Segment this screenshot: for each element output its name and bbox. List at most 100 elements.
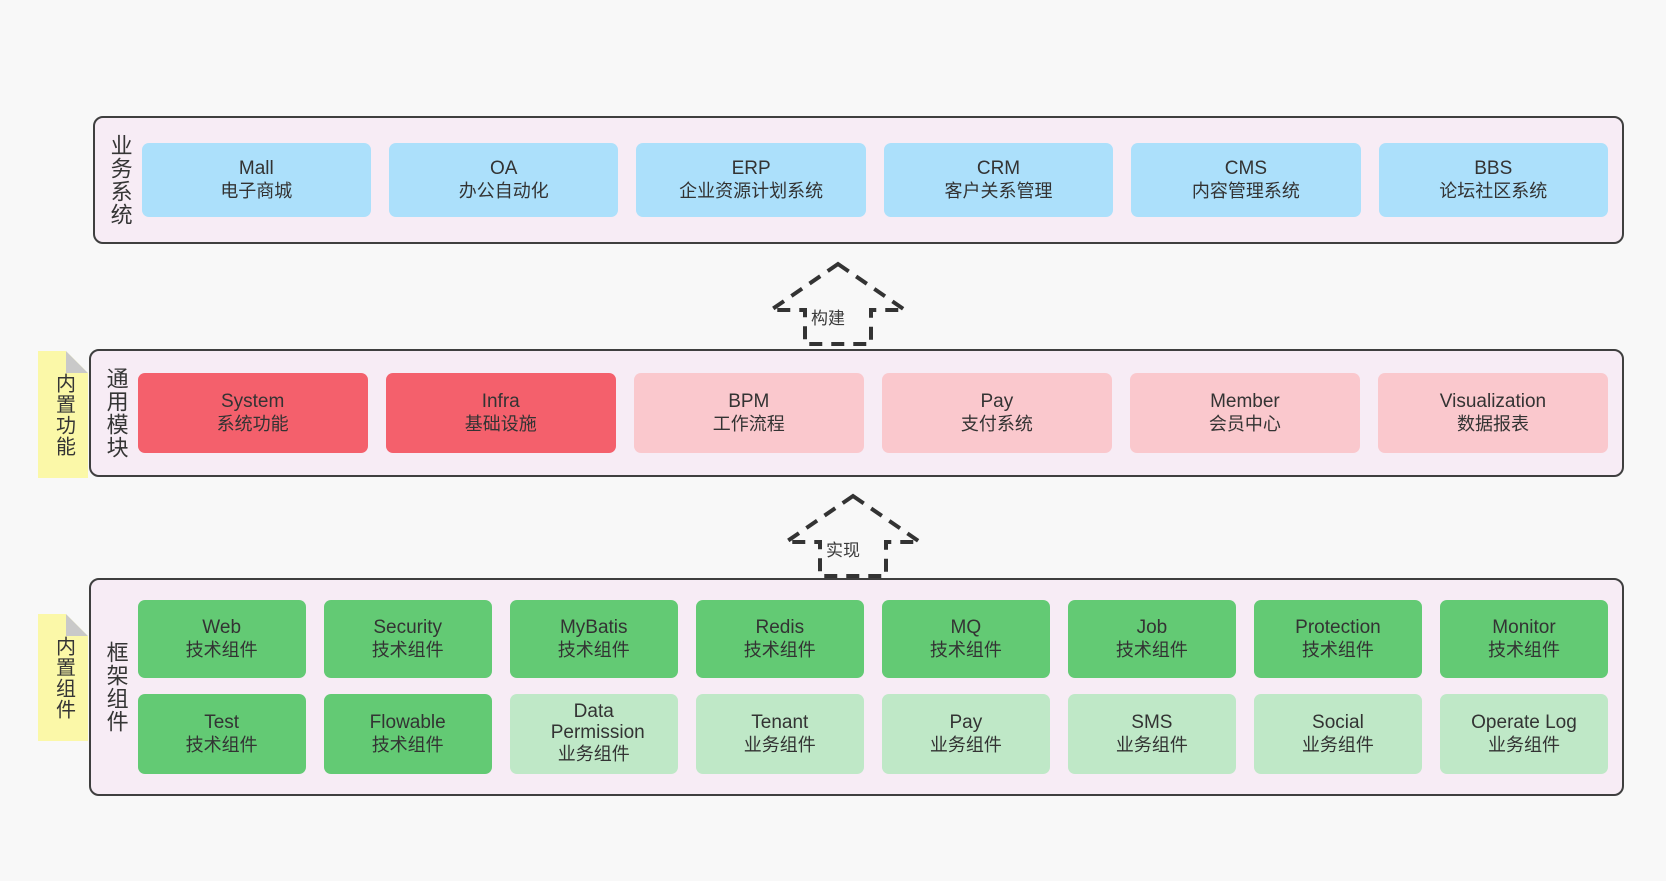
card-pay-module[interactable]: Pay 支付系统 — [881, 373, 1112, 453]
note-builtin-features: 内置功能 — [38, 351, 88, 478]
card-subtitle: 技术组件 — [557, 639, 630, 660]
card-operate-log[interactable]: Operate Log 业务组件 — [1439, 694, 1608, 774]
card-title: Monitor — [1492, 617, 1556, 639]
card-subtitle: 业务组件 — [1115, 734, 1188, 755]
card-title: CMS — [1224, 158, 1267, 180]
card-monitor[interactable]: Monitor 技术组件 — [1439, 600, 1608, 678]
card-infra[interactable]: Infra 基础设施 — [385, 373, 616, 453]
card-subtitle: 会员中心 — [1208, 413, 1281, 434]
card-sms[interactable]: SMS 业务组件 — [1067, 694, 1236, 774]
card-data-permission[interactable]: Data Permission 业务组件 — [509, 694, 678, 774]
card-title: CRM — [976, 158, 1021, 180]
note-fold-corner — [66, 614, 88, 636]
connector-build-label: 构建 — [811, 309, 845, 328]
card-title: Visualization — [1439, 391, 1547, 413]
card-mall[interactable]: Mall 电子商城 — [141, 143, 372, 217]
connector-implement: 实现 — [770, 490, 930, 582]
card-title: Job — [1136, 617, 1168, 639]
connector-implement-shape — [779, 493, 927, 578]
layer-title-business-systems: 业务系统 — [107, 134, 133, 226]
card-title: Operate Log — [1471, 712, 1577, 734]
card-title: OA — [489, 158, 518, 180]
layer-framework-components: 框架组件 Web 技术组件 Security 技术组件 MyBatis 技术组件… — [89, 578, 1624, 796]
card-mybatis[interactable]: MyBatis 技术组件 — [509, 600, 678, 678]
card-row: System 系统功能 Infra 基础设施 BPM 工作流程 Pay 支付系统… — [137, 373, 1608, 453]
card-title: Social — [1312, 712, 1364, 734]
note-label: 内置功能 — [52, 372, 75, 457]
note-builtin-components: 内置组件 — [38, 614, 88, 741]
card-title: Mall — [238, 158, 274, 180]
card-subtitle: 支付系统 — [960, 413, 1033, 434]
card-title: Infra — [481, 391, 520, 413]
connector-implement-label: 实现 — [826, 541, 860, 560]
card-subtitle: 电子商城 — [220, 180, 293, 201]
card-flowable[interactable]: Flowable 技术组件 — [323, 694, 492, 774]
card-title: MQ — [950, 617, 982, 639]
layer-body-framework-components: Web 技术组件 Security 技术组件 MyBatis 技术组件 Redi… — [134, 580, 1622, 794]
card-row: Mall 电子商城 OA 办公自动化 ERP 企业资源计划系统 CRM 客户关系… — [141, 143, 1608, 217]
card-test[interactable]: Test 技术组件 — [137, 694, 306, 774]
card-mq[interactable]: MQ 技术组件 — [881, 600, 1050, 678]
card-subtitle: 系统功能 — [216, 413, 289, 434]
card-subtitle: 工作流程 — [712, 413, 785, 434]
card-tenant[interactable]: Tenant 业务组件 — [695, 694, 864, 774]
card-subtitle: 业务组件 — [557, 743, 630, 764]
card-web[interactable]: Web 技术组件 — [137, 600, 306, 678]
card-subtitle: 技术组件 — [371, 639, 444, 660]
card-subtitle: 技术组件 — [1487, 639, 1560, 660]
card-erp[interactable]: ERP 企业资源计划系统 — [636, 143, 866, 217]
layer-title-common-modules: 通用模块 — [103, 367, 129, 459]
card-title: Test — [204, 712, 240, 734]
card-redis[interactable]: Redis 技术组件 — [695, 600, 864, 678]
card-member[interactable]: Member 会员中心 — [1129, 373, 1360, 453]
card-protection[interactable]: Protection 技术组件 — [1253, 600, 1422, 678]
card-title: Flowable — [369, 712, 446, 734]
card-title: Protection — [1295, 617, 1381, 639]
card-bpm[interactable]: BPM 工作流程 — [633, 373, 864, 453]
card-subtitle: 业务组件 — [929, 734, 1002, 755]
layer-common-modules: 通用模块 System 系统功能 Infra 基础设施 BPM 工作流程 Pay — [89, 349, 1624, 477]
note-fold-corner — [66, 351, 88, 373]
card-title: SMS — [1131, 712, 1173, 734]
card-title: Redis — [755, 617, 805, 639]
card-subtitle: 企业资源计划系统 — [679, 180, 824, 201]
card-row: Test 技术组件 Flowable 技术组件 Data Permission … — [137, 694, 1608, 774]
card-title: BPM — [728, 391, 770, 413]
card-subtitle: 技术组件 — [743, 639, 816, 660]
card-title: Pay — [949, 712, 983, 734]
card-visualization[interactable]: Visualization 数据报表 — [1377, 373, 1608, 453]
card-subtitle: 基础设施 — [464, 413, 537, 434]
card-subtitle: 技术组件 — [929, 639, 1002, 660]
layer-body-common-modules: System 系统功能 Infra 基础设施 BPM 工作流程 Pay 支付系统… — [134, 351, 1622, 475]
card-subtitle: 业务组件 — [1487, 734, 1560, 755]
card-social[interactable]: Social 业务组件 — [1253, 694, 1422, 774]
layer-title-framework-components: 框架组件 — [103, 641, 129, 733]
card-subtitle: 业务组件 — [1301, 734, 1374, 755]
card-security[interactable]: Security 技术组件 — [323, 600, 492, 678]
card-pay-component[interactable]: Pay 业务组件 — [881, 694, 1050, 774]
card-system[interactable]: System 系统功能 — [137, 373, 368, 453]
layer-business-systems: 业务系统 Mall 电子商城 OA 办公自动化 ERP 企业资源计划系统 CRM — [93, 116, 1624, 244]
card-subtitle: 数据报表 — [1456, 413, 1529, 434]
card-title: Pay — [980, 391, 1014, 413]
card-title: Member — [1210, 391, 1280, 413]
card-subtitle: 技术组件 — [1301, 639, 1374, 660]
card-subtitle: 办公自动化 — [458, 180, 549, 201]
card-title: Web — [202, 617, 242, 639]
card-crm[interactable]: CRM 客户关系管理 — [883, 143, 1114, 217]
card-subtitle: 客户关系管理 — [944, 180, 1053, 201]
card-subtitle: 技术组件 — [1115, 639, 1188, 660]
card-subtitle: 技术组件 — [185, 639, 258, 660]
card-title: BBS — [1474, 158, 1513, 180]
card-title: Tenant — [751, 712, 809, 734]
card-title: MyBatis — [559, 617, 628, 639]
card-oa[interactable]: OA 办公自动化 — [389, 143, 619, 217]
card-cms[interactable]: CMS 内容管理系统 — [1131, 143, 1361, 217]
card-job[interactable]: Job 技术组件 — [1067, 600, 1236, 678]
card-bbs[interactable]: BBS 论坛社区系统 — [1378, 143, 1608, 217]
card-title: Data Permission — [550, 701, 645, 744]
card-row: Web 技术组件 Security 技术组件 MyBatis 技术组件 Redi… — [137, 600, 1608, 678]
card-subtitle: 技术组件 — [185, 734, 258, 755]
card-subtitle: 技术组件 — [371, 734, 444, 755]
